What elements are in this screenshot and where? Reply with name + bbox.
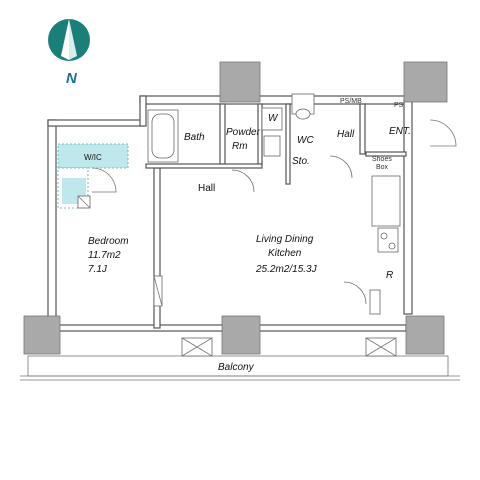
- living-label-line1: Living Dining: [256, 234, 314, 245]
- hall-main-label: Hall: [198, 183, 215, 194]
- hall-entry-label: Hall: [337, 129, 355, 140]
- ps-mb-label: PS/MB: [340, 98, 362, 105]
- wic-label: W/IC: [84, 153, 102, 162]
- shoes-label-line1: Shoes: [372, 156, 392, 163]
- balcony-label: Balcony: [218, 362, 255, 373]
- bath-fixtures: [147, 93, 401, 357]
- wic-area: [57, 143, 129, 209]
- living-label-line2: Kitchen: [268, 248, 302, 259]
- bath-label: Bath: [184, 132, 205, 143]
- doors: [91, 119, 457, 305]
- pillars: [23, 61, 448, 355]
- bedroom-label: Bedroom: [88, 236, 129, 247]
- living-area: 25.2m2/15.3J: [255, 264, 318, 275]
- shoes-label-line2: Box: [376, 164, 389, 171]
- ps-label: PS: [394, 102, 404, 109]
- powder-label-line2: Rm: [232, 141, 248, 152]
- sto-label: Sto.: [292, 156, 310, 167]
- compass: N: [48, 19, 90, 87]
- wc-label: WC: [297, 135, 314, 146]
- ent-label: ENT.: [389, 126, 411, 137]
- w-label: W: [268, 113, 279, 124]
- r-label: R: [386, 270, 393, 281]
- bedroom-area-m2: 11.7m2: [88, 250, 121, 261]
- compass-label: N: [66, 70, 78, 87]
- powder-label-line1: Powder: [226, 127, 261, 138]
- bedroom-area-j: 7.1J: [88, 264, 108, 275]
